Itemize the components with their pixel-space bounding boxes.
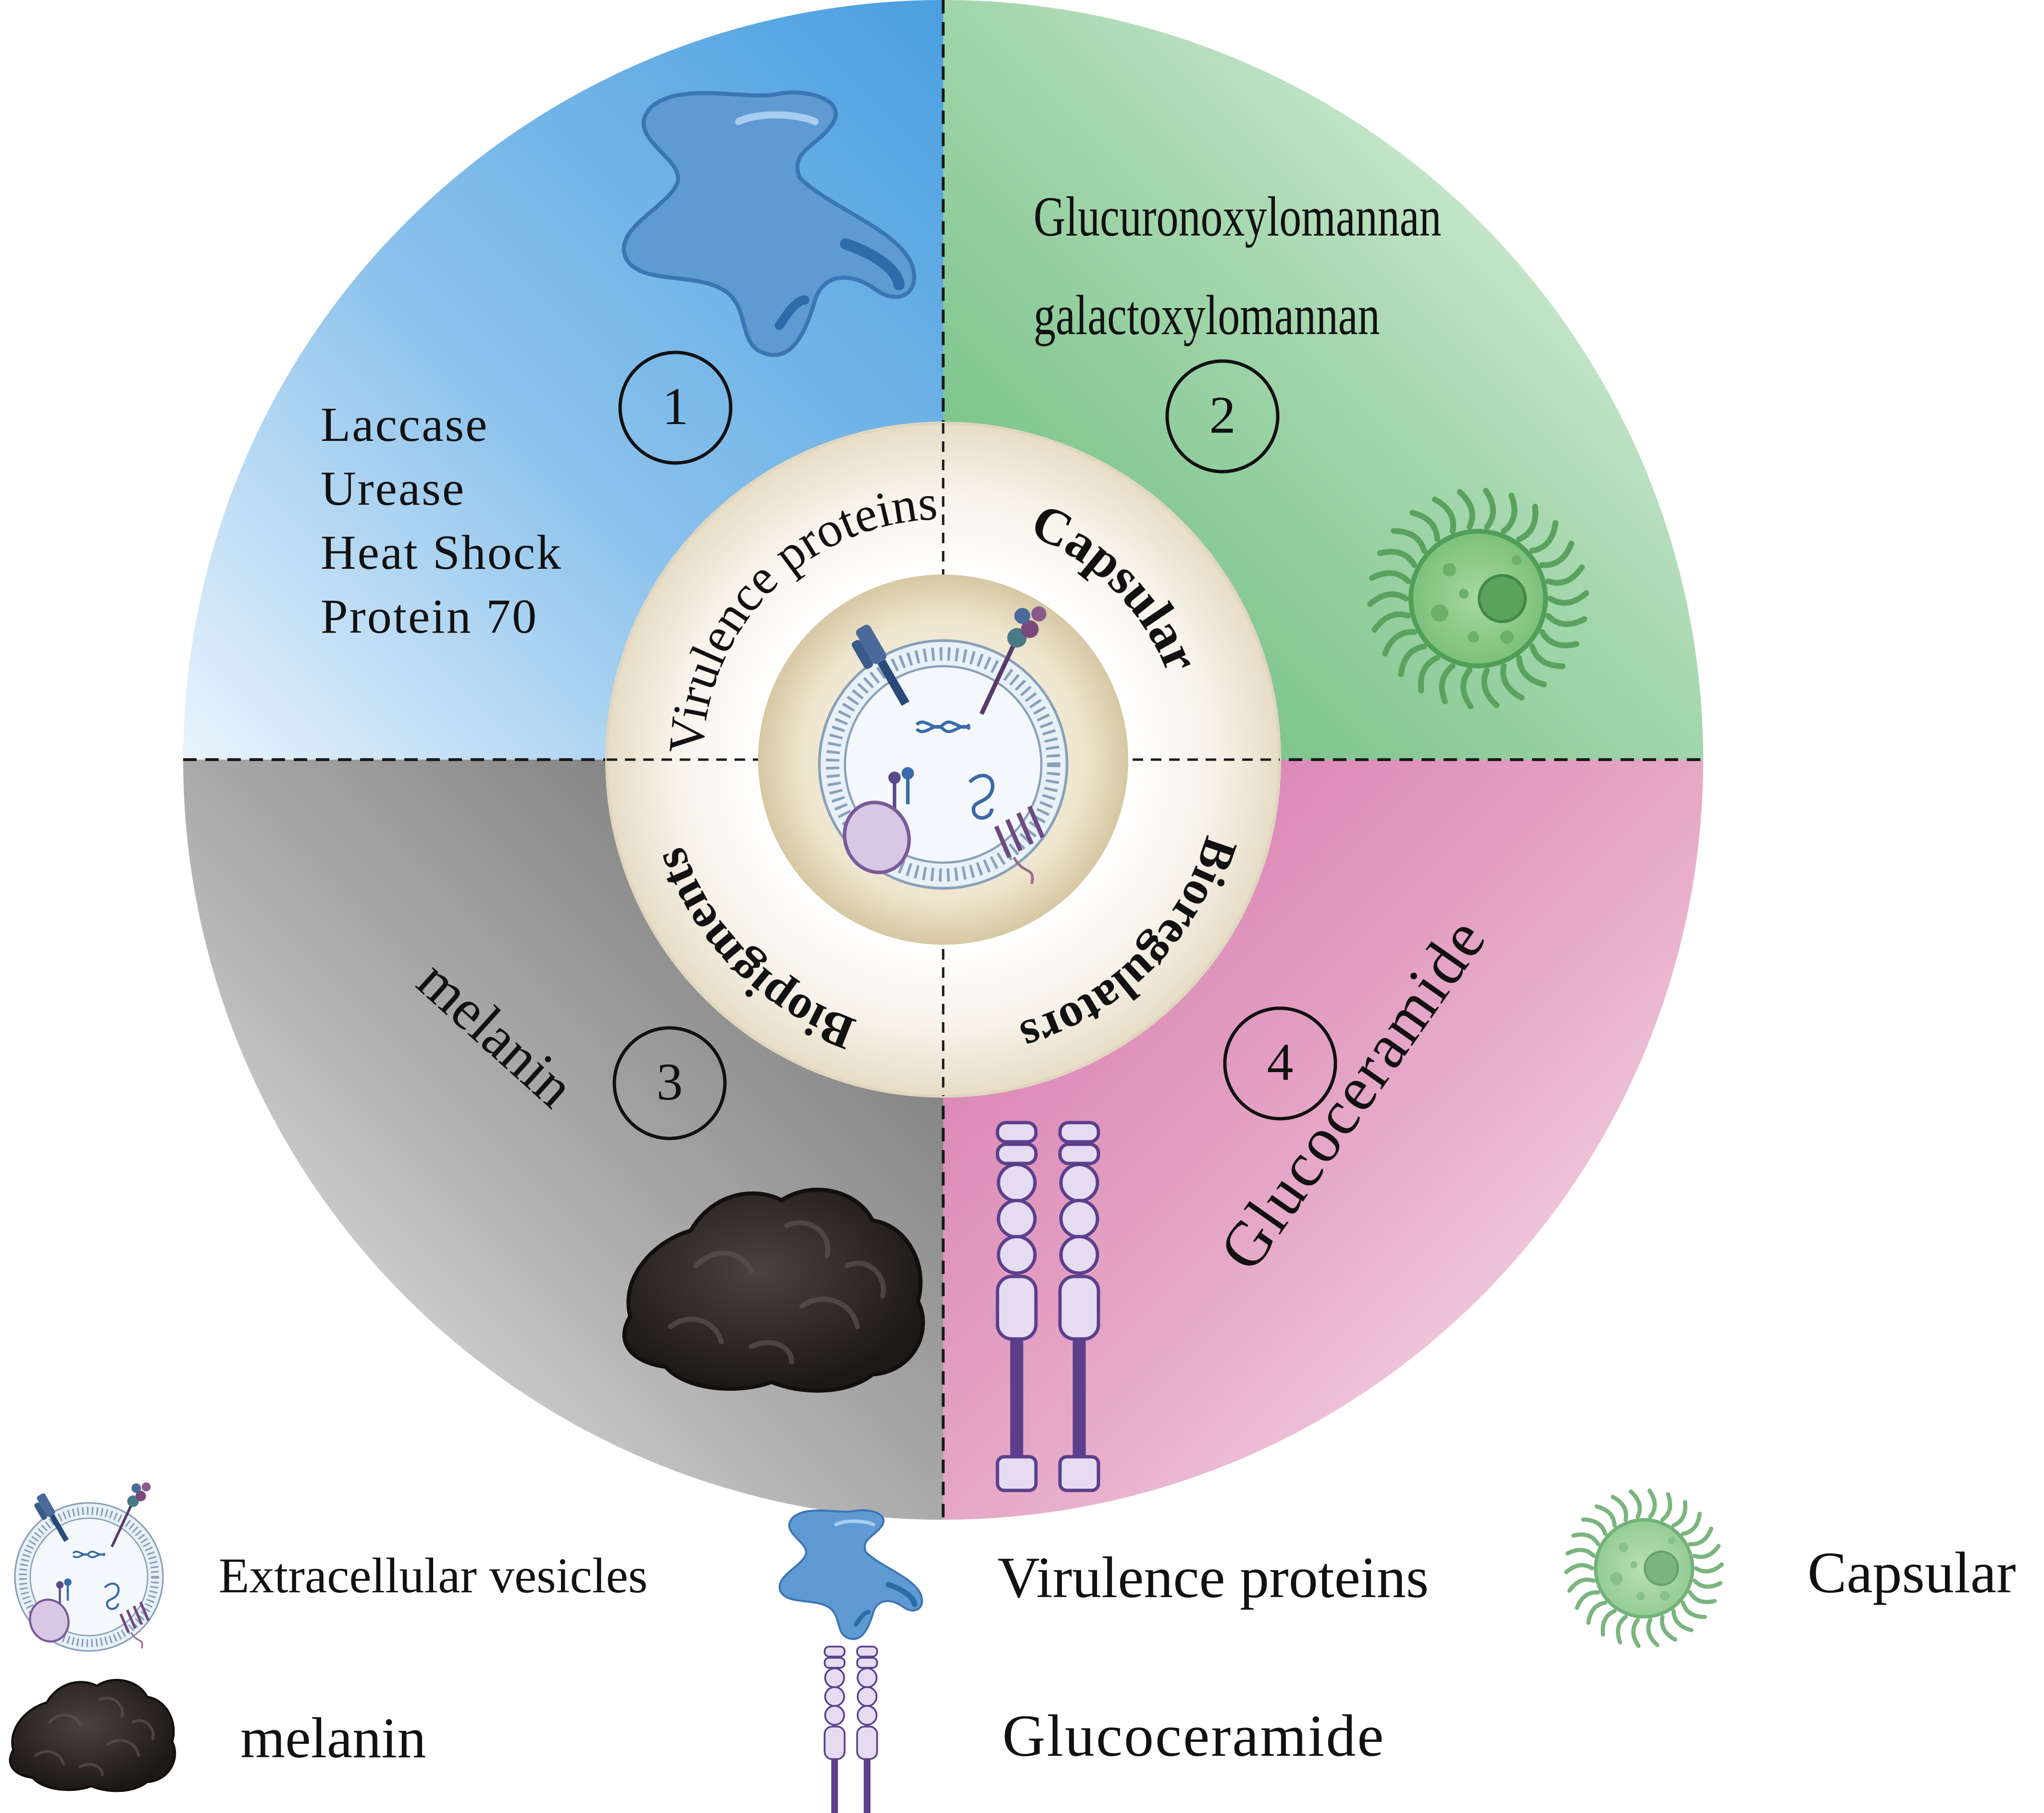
legend: Extracellular vesicles Virulence protein… xyxy=(10,1477,2016,1813)
legend-label-extracellular-vesicles: Extracellular vesicles xyxy=(219,1548,648,1603)
legend-glucoceramide-icon xyxy=(823,1645,878,1813)
svg-text:3: 3 xyxy=(657,1052,683,1111)
q2-item-list: Glucuronoxylomannan galactoxylomannan xyxy=(1034,185,1441,346)
q1-item: Protein 70 xyxy=(321,589,538,644)
number-badge-2: 2 xyxy=(1165,359,1280,474)
number-badge-1: 1 xyxy=(618,350,733,465)
legend-melanin-icon xyxy=(10,1680,175,1791)
legend-label-virulence-proteins: Virulence proteins xyxy=(997,1545,1429,1610)
number-badge-3: 3 xyxy=(612,1026,727,1140)
q1-item-list: Laccase Urease Heat Shock Protein 70 xyxy=(321,398,562,644)
svg-text:1: 1 xyxy=(662,377,689,436)
q1-item: Urease xyxy=(321,462,465,516)
legend-capsular-icon xyxy=(1566,1490,1722,1646)
legend-label-glucoceramide: Glucoceramide xyxy=(1002,1703,1385,1769)
svg-text:2: 2 xyxy=(1209,386,1236,444)
legend-protein-icon xyxy=(780,1510,922,1639)
legend-label-capsular: Capsular xyxy=(1807,1540,2016,1605)
q1-item: Heat Shock xyxy=(321,525,562,580)
q1-item: Laccase xyxy=(321,398,488,452)
q2-item: galactoxylomannan xyxy=(1034,284,1380,346)
svg-text:4: 4 xyxy=(1267,1033,1294,1091)
legend-label-melanin: melanin xyxy=(240,1706,426,1770)
legend-vesicle-icon xyxy=(15,1477,163,1651)
number-badge-4: 4 xyxy=(1223,1006,1337,1121)
q2-item: Glucuronoxylomannan xyxy=(1034,185,1441,248)
